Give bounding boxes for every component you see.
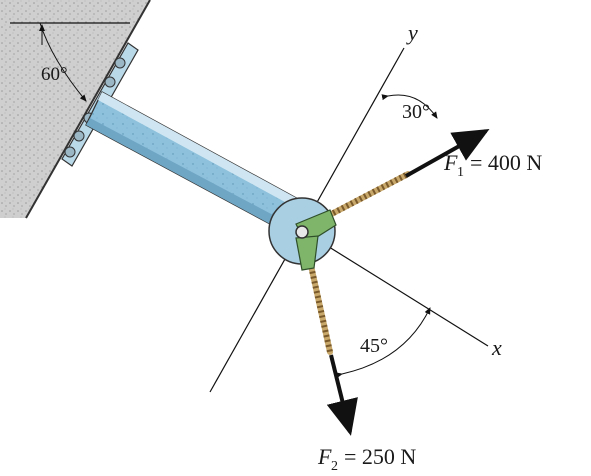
force-1-value: = 400 N bbox=[470, 150, 542, 175]
cable-1 bbox=[317, 171, 411, 223]
wall-body bbox=[0, 0, 150, 218]
bolt bbox=[64, 146, 76, 158]
beam bbox=[85, 91, 301, 233]
wall-angle-label: 60° bbox=[41, 64, 68, 85]
force-2-arrow bbox=[326, 354, 358, 436]
beam-top-flange bbox=[98, 92, 300, 208]
cable-1-twist bbox=[318, 171, 410, 223]
force-1-subscript: 1 bbox=[457, 165, 464, 180]
x-axis-line bbox=[304, 231, 489, 347]
cable-2-twist bbox=[305, 251, 333, 353]
bolt bbox=[114, 57, 126, 69]
bolt bbox=[104, 76, 116, 88]
shackle-2 bbox=[295, 235, 319, 271]
force-2-label: F 2 = 250 N bbox=[317, 444, 416, 474]
force-1-arrow bbox=[405, 129, 490, 178]
wall-edge bbox=[25, 0, 151, 219]
wall bbox=[0, 0, 151, 219]
beam-body bbox=[85, 91, 301, 233]
force-1-label: F 1 = 400 N bbox=[443, 150, 542, 180]
force-2-subscript: 2 bbox=[331, 459, 338, 474]
x-axis-label: x bbox=[491, 335, 502, 360]
pin bbox=[295, 225, 309, 239]
angle-45-label: 45° bbox=[360, 335, 388, 357]
force-2-value: = 250 N bbox=[344, 444, 416, 469]
angle-arc-45 bbox=[335, 307, 431, 379]
bolt bbox=[73, 130, 85, 142]
beam-bottom-flange bbox=[86, 118, 290, 232]
force-1-symbol: F bbox=[443, 150, 458, 175]
y-axis-label: y bbox=[406, 20, 418, 45]
angle-30-label: 30° bbox=[402, 101, 430, 123]
angle-arc-30 bbox=[381, 94, 438, 119]
force-2-symbol: F bbox=[317, 444, 332, 469]
